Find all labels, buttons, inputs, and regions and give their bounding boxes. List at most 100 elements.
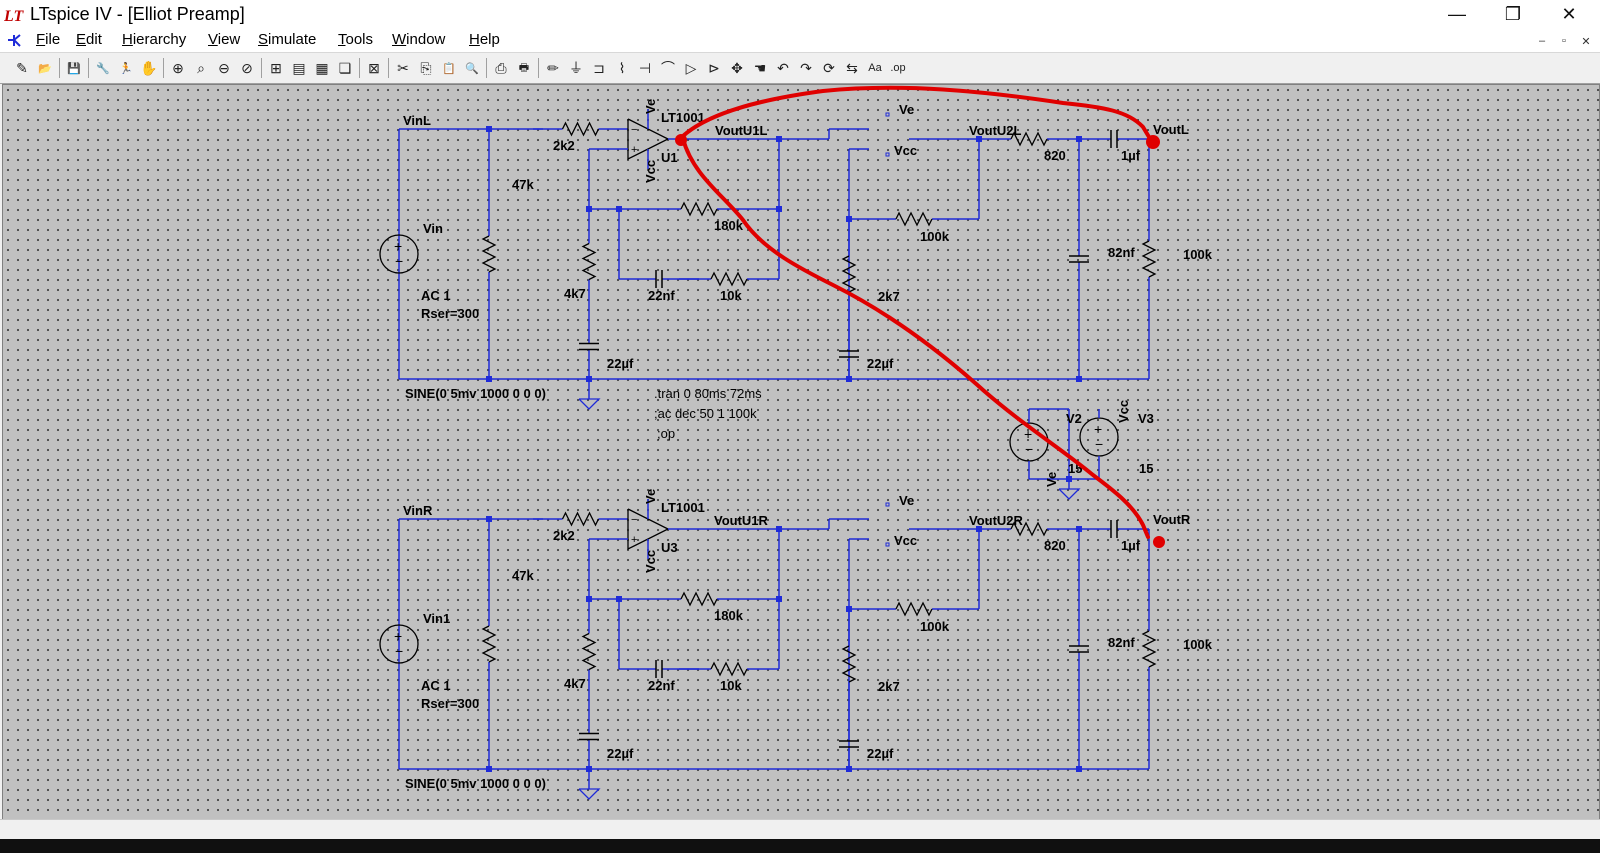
inductor-icon[interactable]: ⌒ [661, 60, 675, 76]
minimize-button[interactable]: — [1448, 3, 1466, 24]
capacitor-value-1uf-bottom[interactable]: 1µf [1121, 538, 1141, 553]
directive-ac[interactable]: ;ac dec 50 1 100k [654, 406, 757, 421]
redo-icon[interactable]: ↷ [800, 59, 812, 76]
capacitor-value-22uf-top-a[interactable]: 22µf [607, 356, 634, 371]
capacitor-icon[interactable]: ⊣ [638, 59, 652, 76]
schematic-canvas[interactable]: +−−++−−++−+− VinL 2k2 47k Vin AC 1 Rser=… [2, 84, 1600, 820]
resistor-value-47k-top[interactable]: 47k [512, 177, 534, 192]
mdi-restore-button[interactable]: ▫ [1562, 35, 1566, 47]
resistor-value-2k2-top[interactable]: 2k2 [553, 138, 575, 153]
source-ac-top[interactable]: AC 1 [421, 288, 451, 303]
net-label-voutu1r[interactable]: VoutU1R [714, 513, 768, 528]
resistor-icon[interactable]: ⌇ [618, 59, 626, 76]
net-label-ve-bottom[interactable]: Ve [899, 493, 915, 508]
zoom-pan-icon[interactable]: ⌕ [197, 59, 205, 76]
opamp-model-bottom[interactable]: LT1001 [661, 500, 705, 515]
mdi-minimize-button[interactable]: – [1538, 35, 1546, 47]
diode-icon[interactable]: ▷ [685, 59, 697, 76]
net-label-vinl[interactable]: VinL [403, 113, 431, 128]
schematic-doc-icon[interactable] [6, 32, 24, 50]
resistor-value-100k-top-fb[interactable]: 100k [920, 229, 949, 244]
resistor-value-100k-top-load[interactable]: 100k [1183, 247, 1212, 262]
undo-icon[interactable]: ↶ [777, 59, 789, 76]
net-label-voutu2r[interactable]: VoutU2R [969, 513, 1023, 528]
mirror-icon[interactable]: ⇆ [846, 59, 858, 76]
resistor-value-10k-bottom[interactable]: 10k [720, 678, 742, 693]
drag-icon[interactable]: ☚ [753, 59, 767, 76]
menu-simulate[interactable]: Simulate [258, 31, 317, 48]
ground-icon[interactable]: ⏚ [569, 60, 583, 76]
net-label-vcc-bottom[interactable]: Vcc [894, 533, 918, 548]
resistor-value-100k-bottom-fb[interactable]: 100k [920, 619, 949, 634]
zoom-out-icon[interactable]: ⊖ [218, 59, 230, 76]
spice-directive-icon[interactable]: .op [890, 62, 906, 74]
tile-horizontal-icon[interactable]: ▦ [315, 59, 329, 76]
source-rser-bottom[interactable]: Rser=300 [421, 696, 480, 711]
cut-icon[interactable]: ✂ [397, 59, 409, 76]
net-label-vcc-top[interactable]: Vcc [894, 143, 918, 158]
control-panel-icon[interactable]: 🔧 [96, 62, 110, 75]
save-icon[interactable]: 💾 [67, 62, 81, 75]
source-value-v3[interactable]: 15 [1139, 461, 1154, 476]
menu-tools[interactable]: Tools [338, 31, 374, 48]
resistor-value-100k-bottom-load[interactable]: 100k [1183, 637, 1212, 652]
source-name-vin1[interactable]: Vin1 [423, 611, 451, 626]
resistor-value-47k-bottom[interactable]: 47k [512, 568, 534, 583]
run-icon[interactable]: 🏃 [119, 62, 133, 75]
autorange-icon[interactable]: ⊞ [270, 59, 282, 76]
component-icon[interactable]: ⊳ [708, 59, 720, 76]
resistor-value-2k7-top[interactable]: 2k7 [878, 289, 900, 304]
resistor-value-2k2-bottom[interactable]: 2k2 [553, 528, 575, 543]
open-icon[interactable]: 📂 [38, 62, 52, 75]
close-all-icon[interactable]: ⊠ [368, 59, 380, 76]
resistor-value-4k7-bottom[interactable]: 4k7 [564, 676, 586, 691]
cascade-icon[interactable]: ❏ [338, 59, 352, 76]
capacitor-value-22nf-top[interactable]: 22nf [648, 288, 675, 303]
capacitor-value-22nf-bottom[interactable]: 22nf [648, 678, 675, 693]
net-label-voutr[interactable]: VoutR [1153, 512, 1191, 527]
menu-file[interactable]: File [36, 31, 61, 48]
zoom-in-icon[interactable]: ⊕ [172, 59, 184, 76]
menu-help[interactable]: Help [469, 31, 500, 48]
label-net-icon[interactable]: ⊐ [593, 59, 605, 76]
find-icon[interactable]: 🔍 [465, 62, 479, 75]
source-name-vin[interactable]: Vin [423, 221, 443, 236]
resistor-value-180k-bottom[interactable]: 180k [714, 608, 743, 623]
maximize-button[interactable]: ❐ [1504, 3, 1522, 24]
menu-view[interactable]: View [208, 31, 241, 48]
halt-icon[interactable]: ✋ [140, 59, 158, 76]
menu-hierarchy[interactable]: Hierarchy [122, 31, 187, 48]
resistor-value-820-top[interactable]: 820 [1044, 148, 1066, 163]
zoom-cancel-icon[interactable]: ⊘ [241, 59, 253, 76]
menu-window[interactable]: Window [392, 31, 446, 48]
capacitor-value-22uf-bottom-a[interactable]: 22µf [607, 746, 634, 761]
resistor-value-180k-top[interactable]: 180k [714, 218, 743, 233]
paste-icon[interactable]: 📋 [442, 62, 456, 75]
capacitor-value-22uf-bottom-b[interactable]: 22µf [867, 746, 894, 761]
text-icon[interactable]: Aa [868, 62, 882, 74]
opamp-model-top[interactable]: LT1001 [661, 110, 705, 125]
resistor-value-4k7-top[interactable]: 4k7 [564, 286, 586, 301]
capacitor-value-82nf-top[interactable]: 82nf [1108, 245, 1135, 260]
opamp-ref-u1[interactable]: U1 [661, 150, 678, 165]
print-setup-icon[interactable]: ⎙ [495, 59, 507, 76]
rotate-icon[interactable]: ⟳ [823, 59, 835, 76]
capacitor-value-82nf-bottom[interactable]: 82nf [1108, 635, 1135, 650]
directive-op[interactable]: ;op [657, 426, 676, 441]
print-icon[interactable]: 🖶 [518, 61, 530, 74]
capacitor-value-1uf-top[interactable]: 1µf [1121, 148, 1141, 163]
source-sine-top[interactable]: SINE(0 5mv 1000 0 0 0) [405, 386, 546, 401]
net-label-ve-top[interactable]: Ve [899, 102, 915, 117]
net-label-voutu2l[interactable]: VoutU2L [969, 123, 1022, 138]
source-rser-top[interactable]: Rser=300 [421, 306, 480, 321]
source-ac-bottom[interactable]: AC 1 [421, 678, 451, 693]
resistor-value-10k-top[interactable]: 10k [720, 288, 742, 303]
net-label-vinr[interactable]: VinR [403, 503, 433, 518]
mdi-close-button[interactable]: ✕ [1581, 35, 1591, 48]
directive-tran[interactable]: .tran 0 80ms 72ms [654, 386, 762, 401]
menu-edit[interactable]: Edit [76, 31, 102, 48]
resistor-value-2k7-bottom[interactable]: 2k7 [878, 679, 900, 694]
move-icon[interactable]: ✥ [731, 59, 743, 76]
new-schematic-icon[interactable]: ✎ [16, 59, 28, 76]
close-button[interactable]: ✕ [1561, 3, 1577, 24]
